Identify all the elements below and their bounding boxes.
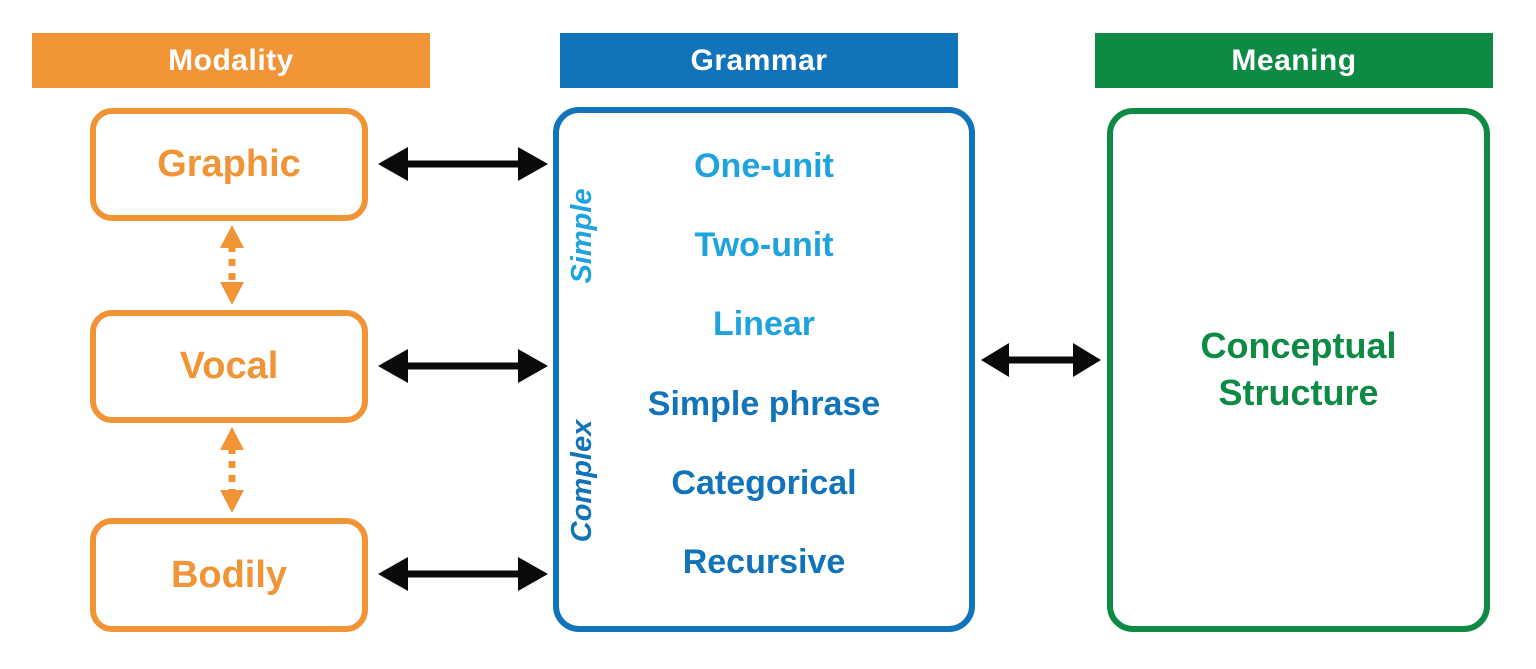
double-arrow-vocal-grammar	[378, 349, 548, 383]
grammar-side-label-simple: Simple	[566, 188, 598, 284]
double-arrow-bodily-grammar	[378, 557, 548, 591]
meaning-box: Conceptual Structure	[1107, 108, 1490, 632]
modality-box-graphic: Graphic	[90, 108, 368, 221]
modality-box-bodily-label: Bodily	[170, 553, 288, 596]
grammar-side-label-complex: Complex	[566, 419, 598, 543]
grammar-item-one-unit: One-unit	[694, 147, 834, 185]
grammar-item-two-unit: Two-unit	[694, 226, 834, 264]
dotted-arrow-graphic-vocal	[220, 225, 244, 305]
grammar-item-linear: Linear	[712, 305, 816, 343]
modality-header: Modality	[32, 33, 430, 88]
grammar-box	[553, 107, 975, 632]
modality-box-graphic-label: Graphic	[157, 143, 301, 185]
meaning-box-label: Conceptual Structure	[1200, 325, 1397, 413]
modality-box-vocal-label: Vocal	[179, 345, 279, 387]
grammar-header: Grammar	[560, 33, 958, 88]
modality-box-bodily: Bodily	[90, 518, 368, 632]
modality-box-vocal: Vocal	[90, 310, 368, 423]
meaning-header: Meaning	[1095, 33, 1493, 88]
grammar-item-recursive: Recursive	[682, 543, 846, 581]
grammar-item-simple-phrase: Simple phrase	[647, 385, 881, 423]
grammar-item-categorical: Categorical	[671, 464, 857, 502]
double-arrow-grammar-meaning	[981, 343, 1101, 377]
double-arrow-graphic-grammar	[378, 147, 548, 181]
dotted-arrow-vocal-bodily	[220, 427, 244, 513]
